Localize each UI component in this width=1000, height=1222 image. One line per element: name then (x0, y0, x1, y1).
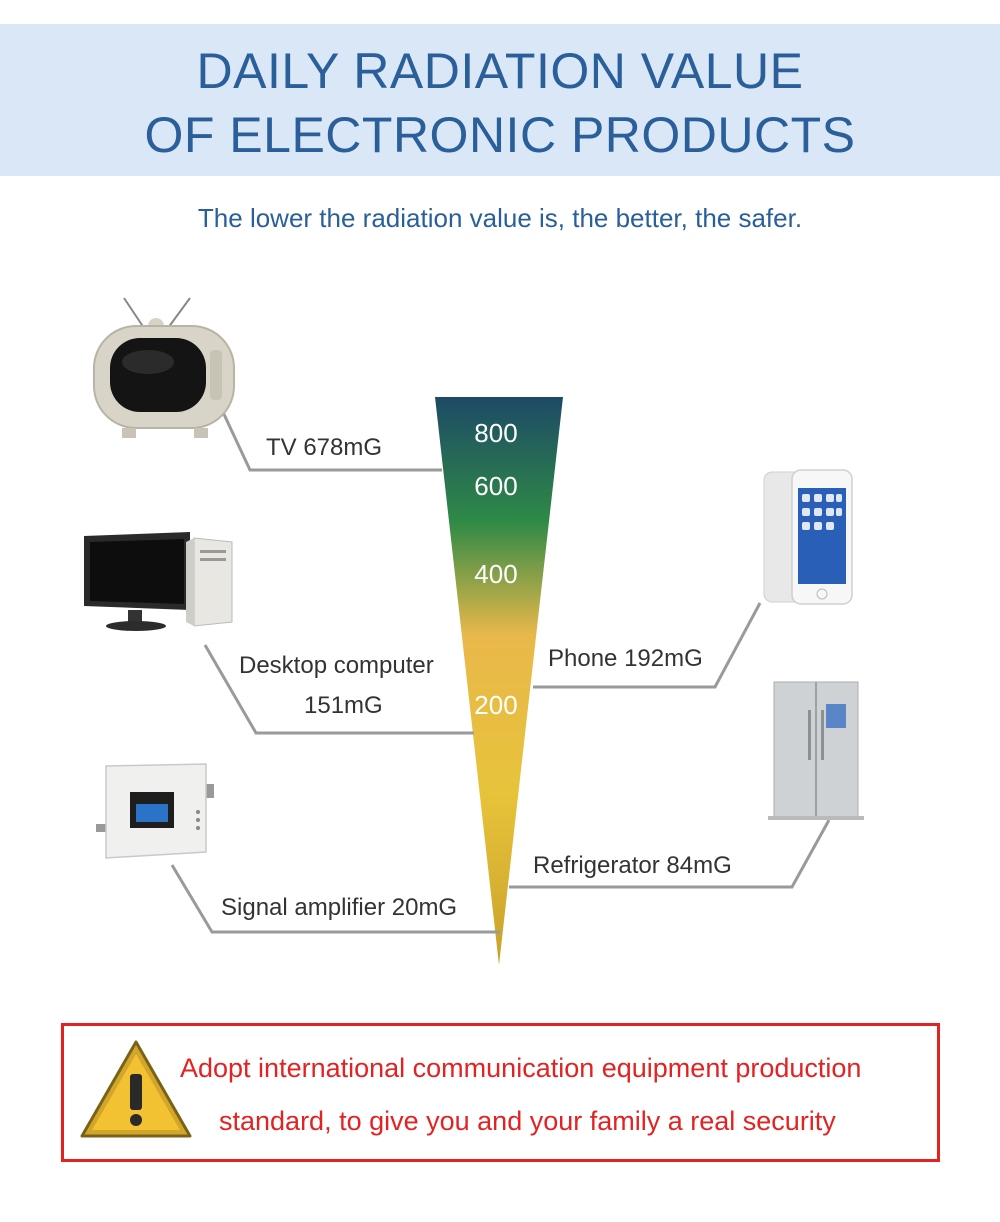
radiation-scale-triangle (435, 397, 563, 965)
subtitle: The lower the radiation value is, the be… (197, 203, 803, 233)
scale-tick-400: 400 (474, 559, 518, 589)
header-band (0, 24, 1000, 176)
warning-text-line2: standard, to give you and your family a … (219, 1106, 836, 1136)
signal-amplifier-icon (96, 763, 214, 859)
label-amplifier: Signal amplifier 20mG (221, 894, 458, 921)
label-desktop-line1: Desktop computer (239, 652, 434, 679)
warning-text-line1: Adopt international communication equipm… (180, 1053, 862, 1083)
leader-line-phone (533, 602, 762, 689)
refrigerator-icon (768, 681, 864, 820)
scale-tick-600: 600 (474, 471, 518, 501)
phone-icon (763, 469, 853, 605)
label-tv: TV 678mG (266, 434, 383, 461)
leader-line-amplifier (170, 864, 500, 934)
leader-line-refrigerator (509, 819, 831, 889)
tv-icon (93, 297, 235, 438)
label-desktop-line2: 151mG (304, 692, 383, 719)
leader-line-desktop (203, 644, 474, 735)
page-title-line1: DAILY RADIATION VALUE (196, 43, 804, 99)
warning-icon (80, 1040, 192, 1138)
label-phone: Phone 192mG (548, 645, 703, 672)
scale-tick-800: 800 (474, 418, 518, 448)
scale-tick-200: 200 (474, 690, 518, 720)
page-title-line2: OF ELECTRONIC PRODUCTS (144, 107, 856, 163)
label-refrigerator: Refrigerator 84mG (533, 852, 732, 879)
radiation-diagram (170, 397, 831, 965)
leader-line-tv (220, 409, 442, 472)
desktop-computer-icon (84, 532, 233, 631)
warning-notice-box (61, 1023, 940, 1162)
